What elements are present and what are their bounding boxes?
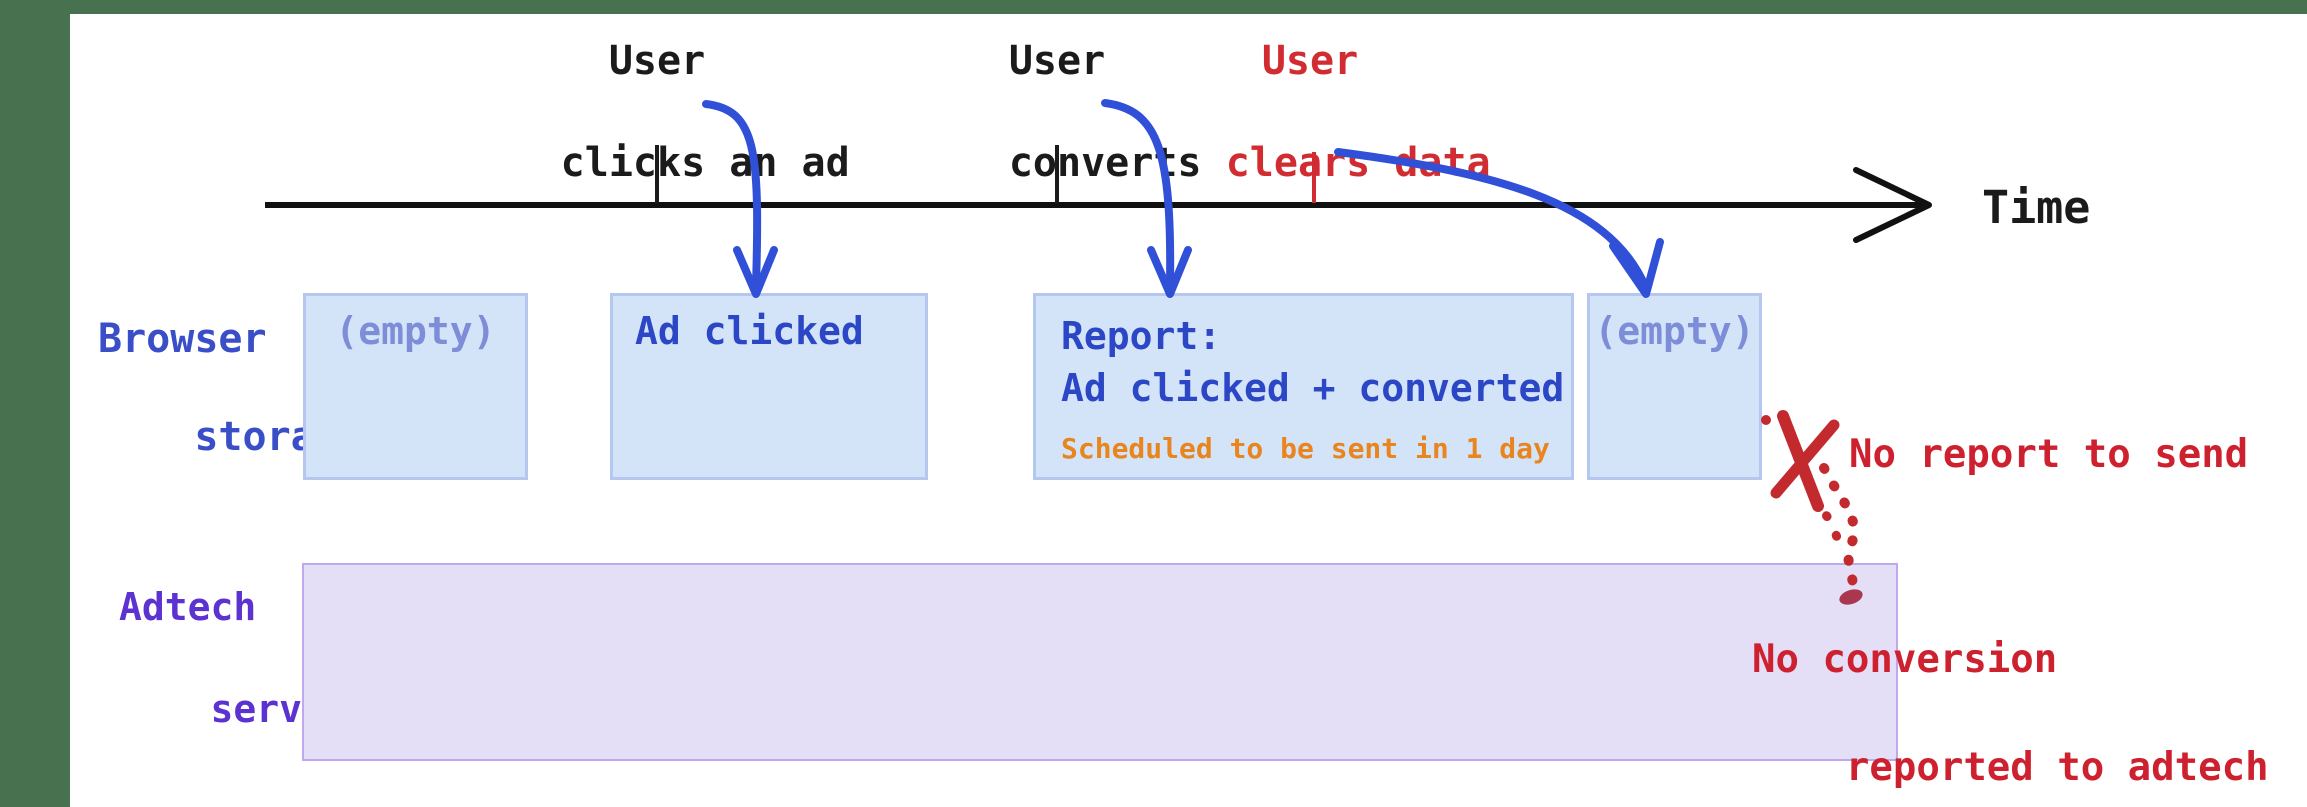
dotted-arrow-icon-strand2 (1801, 472, 1843, 547)
storage-box-empty-1-text: (empty) (335, 309, 496, 353)
timeline-arrowhead-icon (1853, 167, 1932, 243)
no-report-annotation: No report to send (1849, 432, 2249, 477)
storage-box-ad-clicked: Ad clicked (610, 293, 928, 480)
storage-box-ad-clicked-text: Ad clicked (635, 309, 864, 353)
adtech-server-line1: Adtech (119, 585, 257, 629)
report-schedule-note: Scheduled to be sent in 1 day (1061, 432, 1550, 465)
report-title: Report: (1061, 314, 1222, 358)
x-mark-icon-stroke2 (1770, 419, 1840, 499)
event-label-clears-data: User clears data (1100, 36, 1520, 189)
event-clears-line1: User (1261, 38, 1359, 84)
no-conversion-line1: No conversion (1752, 637, 2058, 682)
x-mark-dot (1761, 415, 1771, 425)
event-clicks-line2: clicks an ad (560, 140, 850, 186)
x-mark-icon (1777, 410, 1824, 512)
no-conversion-line2: reported to adtech (1845, 745, 2269, 790)
frame-left-bar (0, 0, 70, 807)
event-label-clicks-ad: User clicks an ad (447, 36, 867, 189)
arrowhead-convert-icon (1147, 246, 1192, 298)
storage-box-empty-2-text: (empty) (1594, 309, 1755, 353)
no-conversion-annotation: No conversion reported to adtech (1752, 633, 2269, 795)
arrowhead-clear-icon (1609, 238, 1664, 298)
arrowhead-click-icon (733, 246, 778, 298)
adtech-server-box (302, 563, 1898, 761)
browser-storage-line1: Browser (98, 316, 267, 362)
storage-box-report: Report: Ad clicked + converted Scheduled… (1033, 293, 1574, 480)
event-clicks-line1: User (608, 38, 706, 84)
event-converts-line1: User (1008, 38, 1106, 84)
storage-box-empty-2: (empty) (1587, 293, 1762, 480)
storage-box-empty-1: (empty) (303, 293, 528, 480)
time-axis-label: Time (1982, 181, 2091, 234)
report-subtitle: Ad clicked + converted (1061, 366, 1565, 410)
event-clears-line2: clears data (1225, 140, 1491, 186)
frame-top-bar (0, 0, 2307, 14)
